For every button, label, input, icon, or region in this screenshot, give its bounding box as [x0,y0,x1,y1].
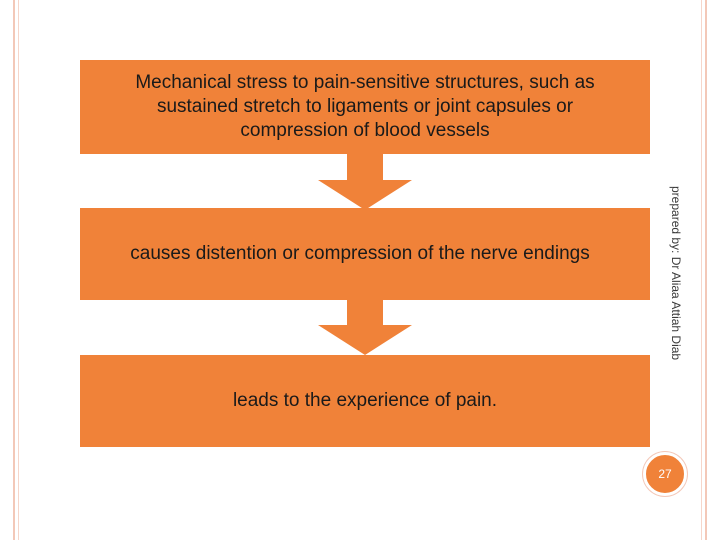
frame-line-right [705,0,707,540]
flow-step-2: causes distention or compression of the … [80,208,650,300]
frame-line-right-inner [701,0,702,540]
down-arrow-icon [318,154,412,210]
down-arrow-icon [318,300,412,355]
page-number-badge: 27 [643,452,687,496]
flow-step-1: Mechanical stress to pain-sensitive stru… [80,60,650,154]
page-number: 27 [658,467,672,481]
flow-step-3: leads to the experience of pain. [80,355,650,447]
author-credit: prepared by: Dr Aliaa Attiah Diab [669,186,683,361]
flow-step-1-text: Mechanical stress to pain-sensitive stru… [135,72,595,141]
frame-line-left-inner [18,0,19,540]
flow-step-2-text: causes distention or compression of the … [130,243,590,264]
frame-line-left [13,0,15,540]
flow-step-3-text: leads to the experience of pain. [232,390,498,411]
